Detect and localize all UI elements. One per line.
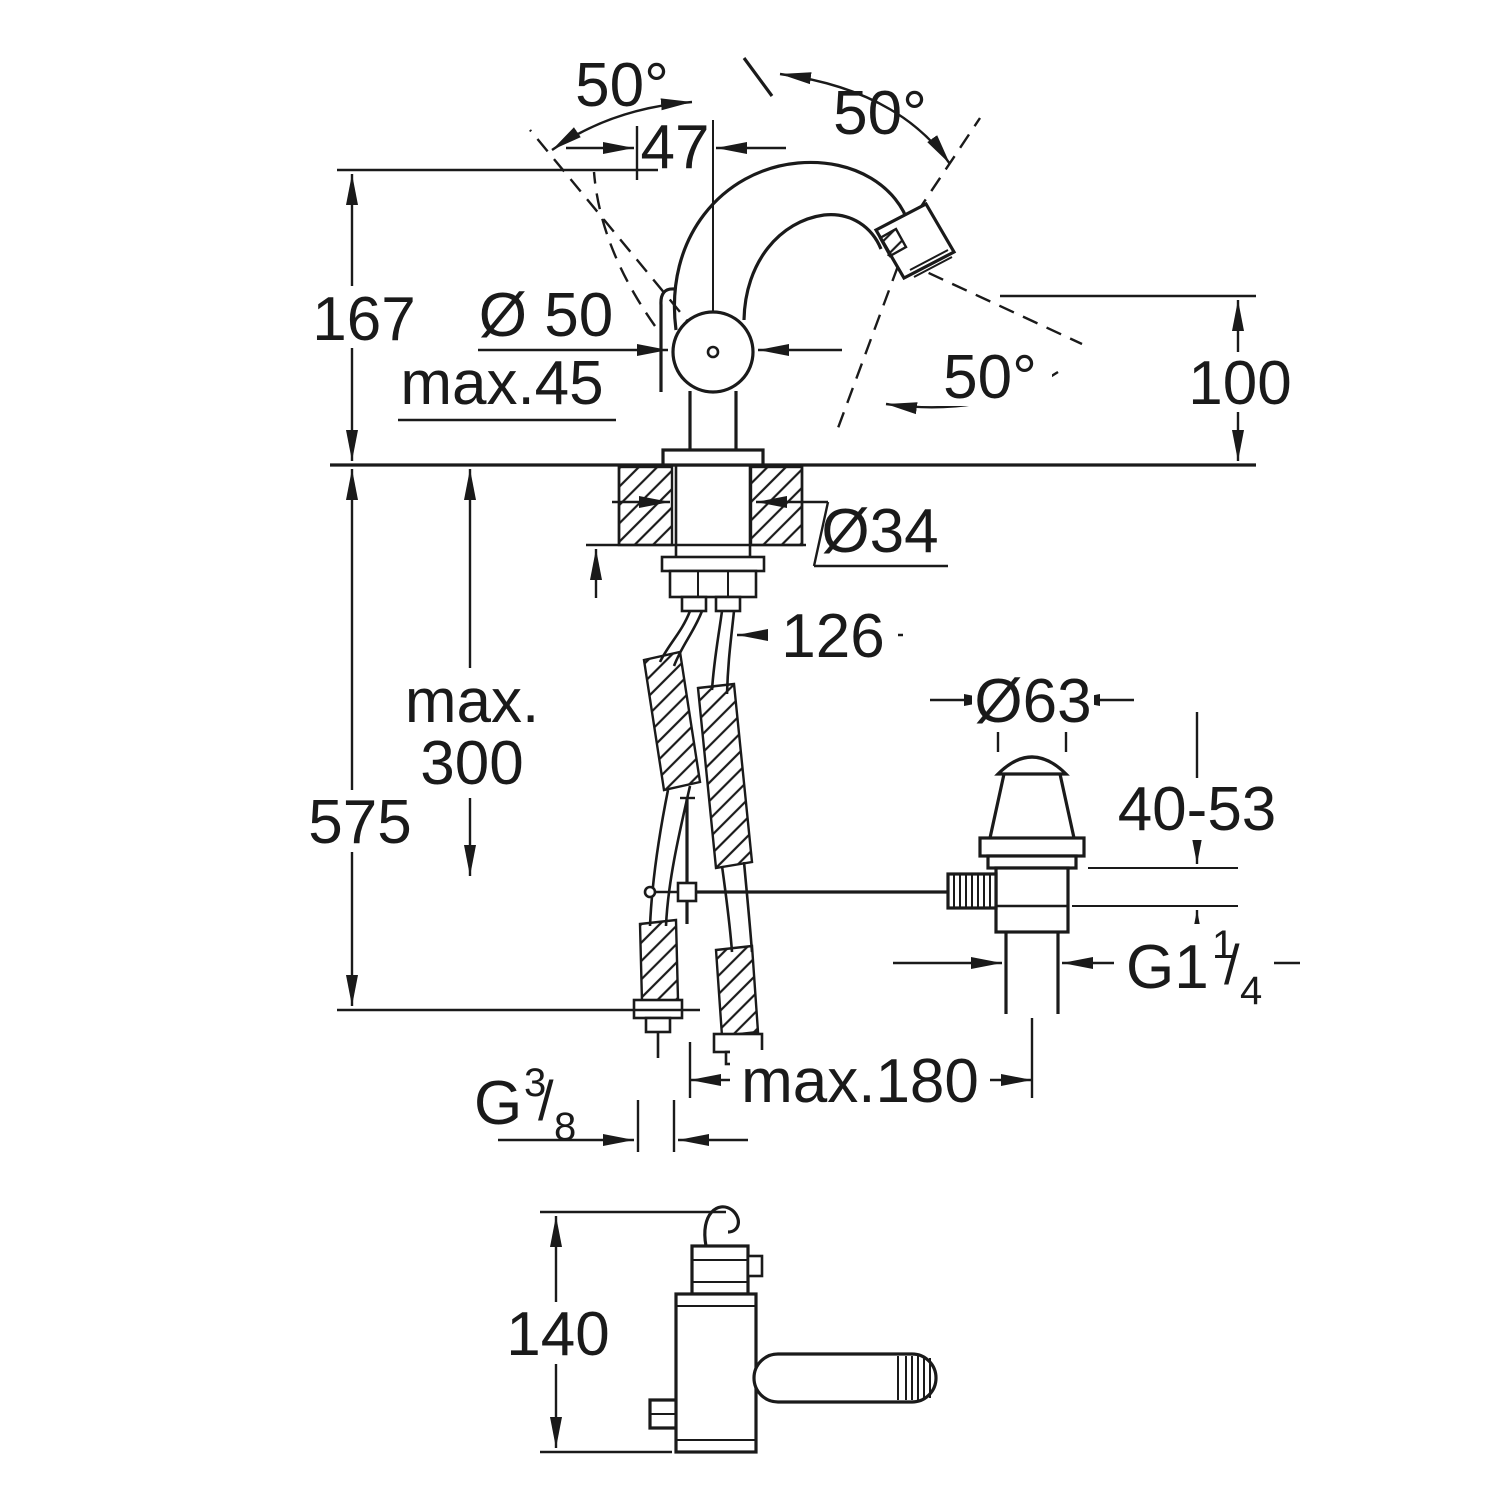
height-167-label: 167 [312,285,415,354]
hose-braid [714,944,760,1038]
body-side [674,1292,758,1454]
faucet-side-view [648,1205,938,1454]
thread-g38-slash: / [538,1069,554,1132]
spout-outer-curve [672,160,911,331]
lever-handle-front [659,287,675,392]
dim-575 [337,469,700,1012]
swivel-pin [706,345,720,359]
flexible-hoses [632,610,764,1090]
max-180-label: max.180 [741,1047,979,1116]
thread-g114-prefix: G1 [1126,933,1209,1002]
dia-50-label: Ø 50 [479,281,613,350]
drain-body [994,866,1070,934]
dim-g-3-8 [498,1100,748,1152]
thread-g38-prefix: G [474,1069,522,1138]
thread-g114-denominator: 4 [1240,969,1262,1013]
spray-holder [690,1244,750,1296]
hose-126-label: 126 [781,602,884,671]
pop-up-drain-assembly [946,755,1086,1014]
hose-braid [638,918,680,1004]
base-flange [661,448,765,467]
swivel-left-spout-dashed [592,171,656,327]
lever-knurling [905,1356,931,1400]
height-140-label: 140 [506,1300,609,1369]
drain-plug-dome [994,755,1070,776]
angle-right-label: 50° [833,79,927,148]
spray-head-grip [878,227,908,258]
drain-flange [978,836,1086,858]
mounting-deck [330,463,1256,547]
spout-inner-curve [742,213,883,321]
hose-braid [696,682,754,870]
angle-left-label: 50° [575,51,669,120]
spray-angle-dashed-1 [904,260,1083,346]
swivel-left-dashed-line [529,129,714,353]
knob-knurling [953,874,991,908]
rod-joint [676,881,698,903]
angle-spray-label: 50° [943,343,1037,412]
dim-47 [566,126,786,180]
thread-g114-numerator: 1 [1212,923,1234,967]
spray-head [873,201,957,281]
hose-braid [642,650,702,792]
max-45-label: max.45 [400,349,603,418]
pop-up-rod [643,796,952,924]
range-40-53-label: 40-53 [1118,775,1277,844]
thread-g114-slash: / [1224,933,1240,996]
dia-63-label: Ø63 [974,667,1091,736]
dia-34-label: Ø34 [821,497,938,566]
angle-right-arc [779,72,951,165]
dim-max-45 [398,418,616,598]
spray-angle-dashed-2 [836,265,900,429]
lever-handle-side [752,1352,938,1404]
washer [660,555,766,573]
angle-left-arc [551,98,693,151]
height-575-label: 575 [308,788,411,857]
faucet-body [671,310,755,394]
max-300-label-line2: 300 [420,729,523,798]
height-100-label: 100 [1188,349,1291,418]
max-300-label-line1: max. [405,667,539,736]
faucet-front-view [529,57,1083,613]
spray-hook [703,1205,740,1247]
thread-g38-numerator: 3 [524,1061,546,1105]
angle-reference-tick [742,57,774,97]
dimension-labels: 50° 47 50° 167 Ø 50 max.45 100 50° Ø34 1… [294,51,1304,1369]
thread-g38-denominator: 8 [554,1105,576,1149]
width-47-label: 47 [641,113,710,182]
dim-dia-34 [612,496,948,568]
mounting-nut [668,569,758,599]
